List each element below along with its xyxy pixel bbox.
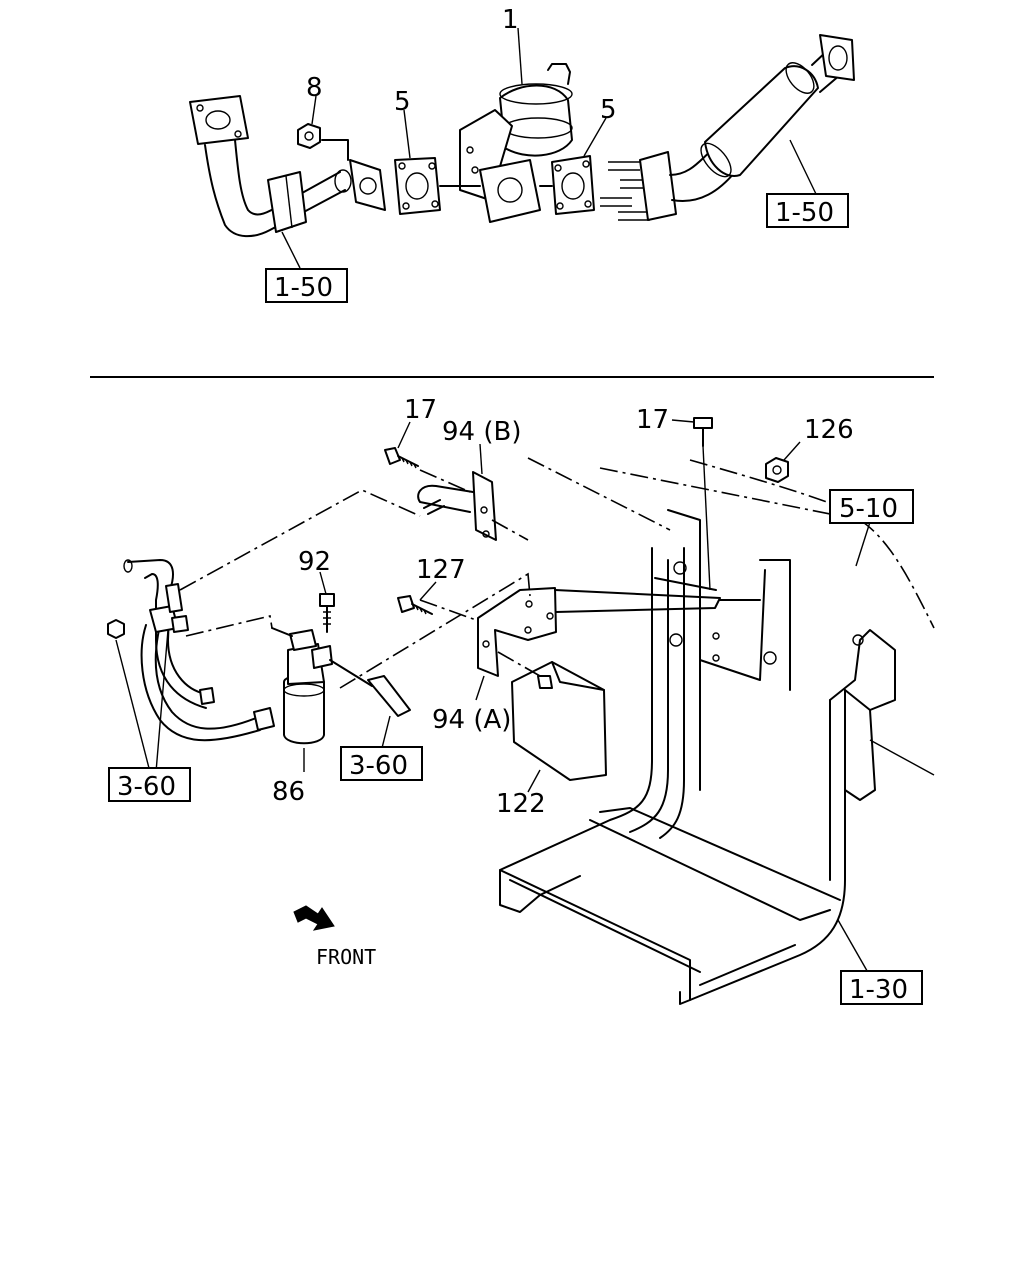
callout-126: 126	[804, 415, 854, 445]
ref-box-1-50-left: 1-50	[265, 268, 348, 303]
callout-17-right: 17	[636, 405, 669, 435]
callout-1: 1	[502, 5, 519, 35]
ref-box-3-60-right: 3-60	[340, 746, 423, 781]
ref-box-1-30: 1-30	[840, 970, 923, 1005]
callout-17-left: 17	[404, 395, 437, 425]
front-arrow-icon	[293, 905, 335, 931]
canister-brackets	[384, 417, 789, 781]
callout-127: 127	[416, 555, 466, 585]
exhaust-assembly	[189, 27, 855, 269]
callout-92: 92	[298, 547, 331, 577]
callout-8: 8	[306, 73, 323, 103]
callout-122: 122	[496, 789, 546, 819]
callout-86: 86	[272, 777, 305, 807]
callout-94a: 94 (A)	[432, 705, 511, 735]
ref-box-1-50-right: 1-50	[766, 193, 849, 228]
ref-box-5-10: 5-10	[829, 489, 914, 524]
svg-text:3-60: 3-60	[117, 772, 176, 802]
svg-text:1-50: 1-50	[274, 273, 333, 303]
callout-94b: 94 (B)	[442, 417, 521, 447]
svg-text:5-10: 5-10	[839, 494, 898, 524]
front-label: FRONT	[316, 945, 376, 969]
frame-and-step	[499, 457, 935, 1005]
ref-box-3-60-left: 3-60	[108, 767, 191, 802]
svg-text:1-30: 1-30	[849, 975, 908, 1005]
svg-text:1-50: 1-50	[775, 198, 834, 228]
hoses-and-canister	[107, 469, 541, 745]
leader-lines	[115, 419, 871, 977]
callout-5-right: 5	[600, 95, 617, 125]
callout-5-left: 5	[394, 87, 411, 117]
svg-text:3-60: 3-60	[349, 751, 408, 781]
